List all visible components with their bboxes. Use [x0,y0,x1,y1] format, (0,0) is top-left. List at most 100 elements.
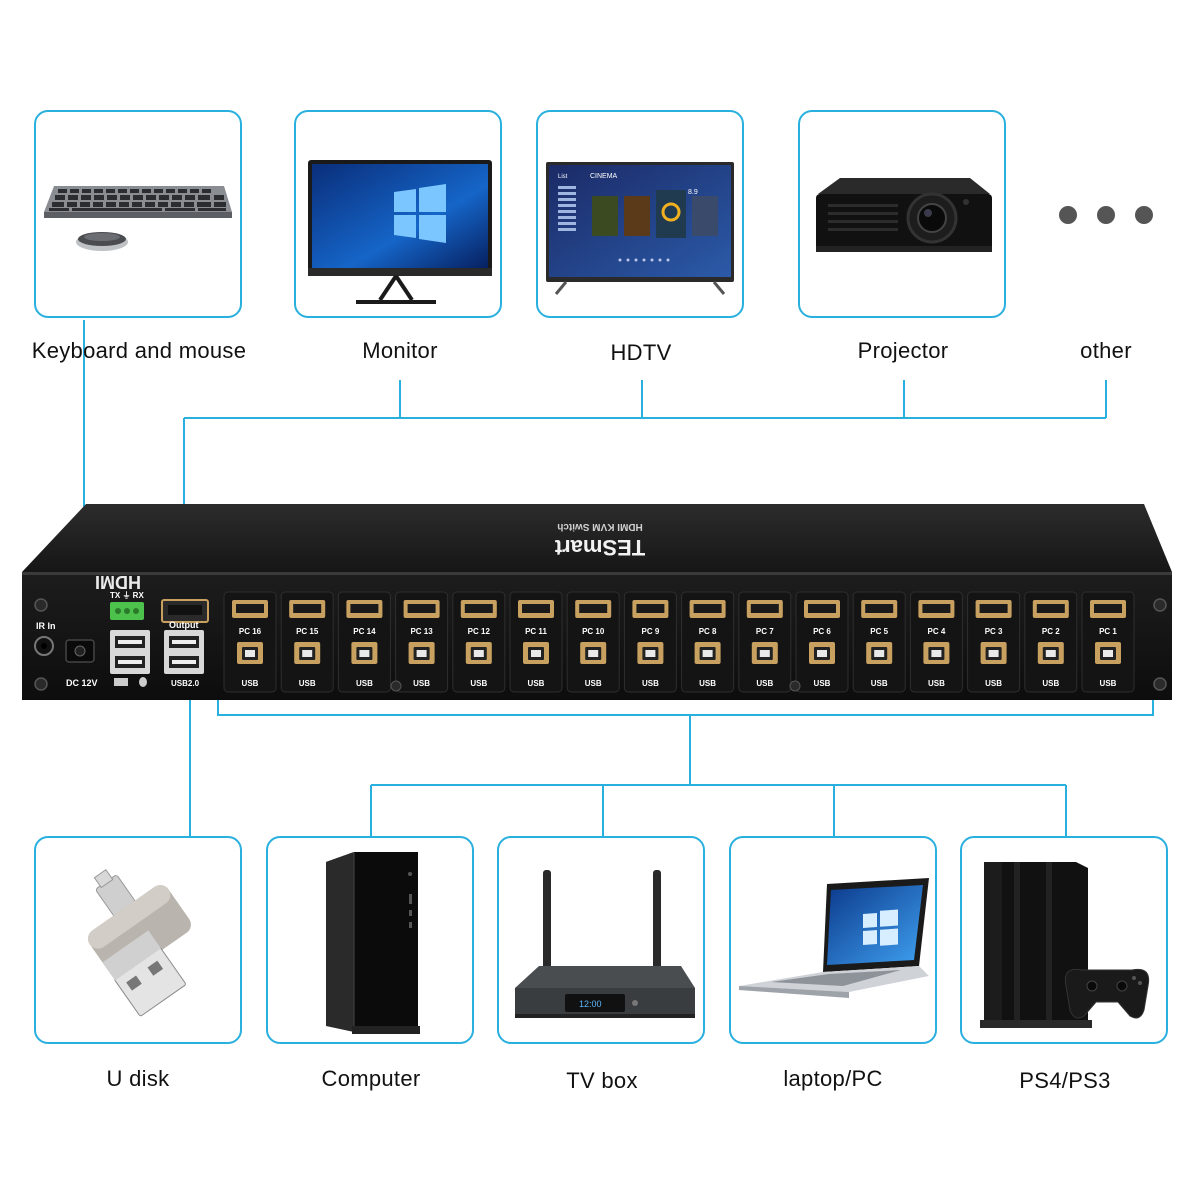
pc-port-label: PC 3 [985,627,1003,636]
usb-port-label: USB [699,679,716,688]
usb-b-port [294,642,321,664]
laptop-label: laptop/PC [783,1066,883,1091]
pc-port-column: PC 13 USB [395,591,449,693]
screw-bottom-left [34,677,48,691]
monitor-card [294,110,502,318]
usb-port-label: USB [1042,679,1059,688]
hdmi-input-port [689,600,726,618]
pc-port-label: PC 8 [699,627,717,636]
usb-port-label: USB [928,679,945,688]
other-label: other [1080,338,1132,363]
usb-port-label: USB [356,679,373,688]
usb-port-label: USB [642,679,659,688]
udisk-card [34,836,242,1044]
desktop-tower-icon [326,852,420,1034]
pc-port-label: PC 9 [642,627,660,636]
pc-port-label: PC 11 [525,627,547,636]
keyboard-symbol-icon [114,678,128,686]
usb20-label: USB2.0 [171,679,200,688]
usb-port-label: USB [299,679,316,688]
screw-mid-2 [789,680,801,692]
usb-b-port [351,642,378,664]
hdtv-rating-text: 8.9 [688,189,698,196]
usb-b-port [694,642,721,664]
hdmi-input-port [861,600,898,618]
pc-port-label: PC 5 [870,627,888,636]
projector-card [798,110,1006,318]
pc-port-label: PC 4 [928,627,946,636]
pc-port-label: PC 1 [1099,627,1117,636]
model-text: HDMI KVM Switch [557,521,643,532]
hdmi-input-port [975,600,1012,618]
usb-port-label: USB [756,679,773,688]
kvm-switch: TESmart HDMI KVM Switch HDMI IR In DC 12… [22,504,1172,700]
hdmi-input-port [232,600,268,618]
usb-b-port [637,642,664,664]
usb-b-port [465,642,492,664]
chassis-top [22,504,1172,572]
hdmi-input-port [575,600,612,618]
usb-port-label: USB [413,679,430,688]
usb-port-label: USB [528,679,545,688]
usb-b-port [237,642,263,664]
pc-port-label: PC 10 [582,627,605,636]
hdmi-input-port [346,600,383,618]
pc-port-label: PC 2 [1042,627,1060,636]
hdmi-input-port [804,600,840,618]
hdtv-menu-text: List [558,174,568,180]
usb-port-label: USB [470,679,487,688]
monitor-icon [308,160,492,304]
keyboard-mouse-card [34,110,242,318]
usb-b-port [751,642,778,664]
hdmi-input-port [289,600,326,618]
pc-port-column: PC 3 USB [967,591,1021,693]
dc-label: DC 12V [66,678,98,688]
pc-port-label: PC 6 [813,627,831,636]
usb-port-label: USB [985,679,1002,688]
console-label: PS4/PS3 [1019,1068,1111,1093]
hdtv-label: HDTV [610,340,672,365]
screw-top-left [34,598,48,612]
usb-b-port [408,642,435,664]
antenna-left [543,870,551,980]
monitor-label: Monitor [362,338,438,363]
tv-box-icon: 12:00 [515,870,695,1018]
projector-icon [816,178,992,252]
pc-port-label: PC 7 [756,627,774,636]
usb-port-label: USB [814,679,831,688]
pc-port-column: PC 9 USB [623,591,677,693]
laptop-card [729,836,937,1044]
usb-b-port [809,642,835,664]
usb-b-port [580,642,607,664]
computer-label: Computer [321,1066,421,1091]
hdmi-input-port [1090,600,1126,618]
hdmi-input-port [403,600,440,618]
usb-flash-drive-icon [88,869,191,1017]
pc-port-label: PC 13 [410,627,433,636]
pc-port-label: PC 15 [296,627,319,636]
pc-port-column: PC 4 USB [909,591,963,693]
pc-port-column: PC 8 USB [681,591,735,693]
ellipsis-icon [1058,205,1158,225]
usb-b-port [523,642,549,664]
brand-text: TESmart [554,535,645,560]
laptop-icon [739,878,929,998]
mouse-symbol-icon [139,677,147,687]
usb-port-label: USB [585,679,602,688]
screw-mid-1 [390,680,402,692]
console-card [960,836,1168,1044]
tvbox-card: 12:00 [497,836,705,1044]
usb-b-port [923,642,950,664]
hdtv-title-text: CINEMA [590,173,618,180]
pc-port-column: PC 11 USB [509,591,563,693]
tvbox-clock-text: 12:00 [579,999,602,1009]
pc-port-column: PC 15 USB [280,591,334,693]
screw-bottom-right [1153,677,1167,691]
usb-b-port [1095,642,1121,664]
hdmi-input-port [632,600,669,618]
